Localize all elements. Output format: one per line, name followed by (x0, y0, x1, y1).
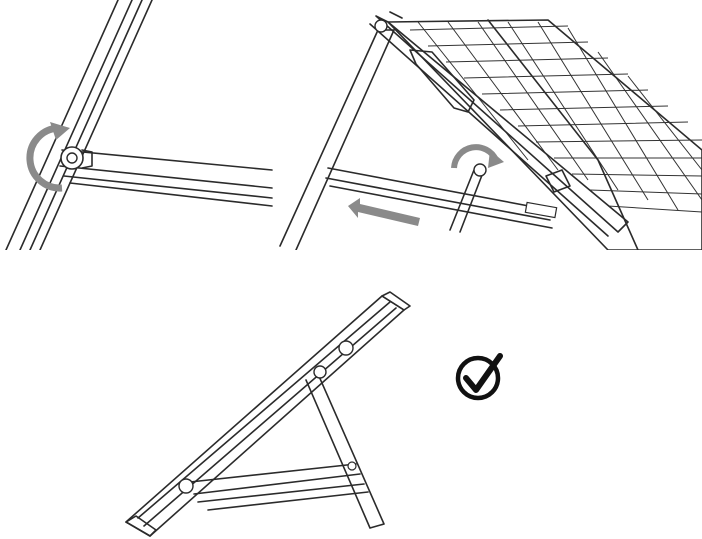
support-brace (59, 149, 273, 207)
rear-leg (305, 373, 385, 529)
frame-end-cap-bottom (125, 515, 157, 537)
panel-frame-rail (375, 15, 629, 233)
rotate-arrow-head-icon (50, 122, 70, 140)
frame-end-cap-top (381, 291, 411, 311)
rotate-arrow-icon (26, 124, 63, 192)
status-checkmark (454, 350, 506, 402)
step-hinge-rotate-panel (0, 0, 274, 250)
side-knob (338, 340, 354, 356)
top-knob (313, 365, 327, 379)
slide-left-arrow-icon (348, 198, 420, 226)
top-bracket (409, 49, 475, 113)
cross-brace (189, 463, 365, 503)
checkmark-circle-icon (455, 353, 503, 401)
support-leg (279, 29, 395, 250)
bottom-knob (178, 478, 194, 494)
panel-frame (125, 295, 405, 537)
step-slide-brace-panel (278, 0, 702, 250)
final-assembly-illustration (125, 291, 411, 537)
frame-leg (5, 0, 153, 250)
step-final-assembly-panel (120, 288, 420, 539)
slide-brace (325, 167, 553, 229)
hinge-rotate-illustration (5, 0, 273, 250)
slide-brace-illustration (279, 11, 702, 250)
side-knob (545, 169, 571, 193)
